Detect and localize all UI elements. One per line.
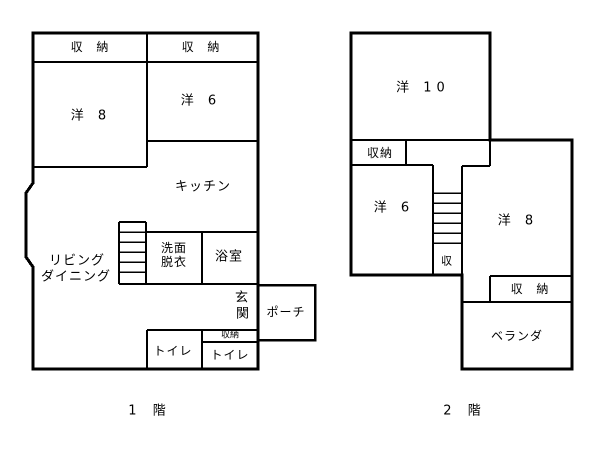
room-label-f2-stair-closet: 収 bbox=[441, 254, 453, 268]
room-label-f1-living-1: リビング bbox=[48, 253, 106, 269]
room-label-f2-western6: 洋 6 bbox=[373, 200, 415, 216]
room-label-f1-toilet-left: トイレ bbox=[153, 344, 193, 358]
room-label-f2-veranda: ベランダ bbox=[490, 329, 544, 343]
floor2-caption: 2 階 bbox=[443, 403, 487, 419]
floor1-caption: 1 階 bbox=[128, 403, 172, 419]
floor2-stairs bbox=[433, 192, 462, 244]
floor2-walls bbox=[349, 31, 574, 371]
room-label-f1-closet-a: 収 納 bbox=[70, 40, 114, 54]
room-label-f1-entrance-1: 玄 bbox=[234, 290, 250, 306]
room-label-f1-porch: ポーチ bbox=[266, 305, 306, 319]
room-label-f1-living-2: ダイニング bbox=[40, 269, 112, 285]
floor1-stairs bbox=[118, 221, 147, 284]
room-label-f2-closet-right: 収 納 bbox=[510, 282, 554, 296]
floor1-walls bbox=[24, 31, 317, 371]
room-label-f1-entrance-2: 関 bbox=[235, 306, 251, 322]
room-label-f1-bath: 浴室 bbox=[214, 249, 244, 265]
room-label-f2-western8: 洋 8 bbox=[497, 213, 539, 229]
room-label-f1-western6: 洋 6 bbox=[180, 93, 222, 109]
room-label-f2-closet-left: 収納 bbox=[366, 146, 394, 160]
room-label-f1-western8: 洋 8 bbox=[70, 108, 112, 124]
room-label-f1-kitchen: キッチン bbox=[174, 179, 232, 195]
room-label-f1-closet-b: 収 納 bbox=[181, 40, 225, 54]
room-label-f1-washroom-2: 脱衣 bbox=[160, 255, 188, 269]
room-label-f1-washroom-1: 洗面 bbox=[160, 241, 188, 255]
room-label-f1-closet-small: 収納 bbox=[220, 330, 240, 341]
room-label-f2-western10: 洋 10 bbox=[396, 80, 450, 96]
room-label-f1-toilet-right: トイレ bbox=[210, 348, 250, 362]
